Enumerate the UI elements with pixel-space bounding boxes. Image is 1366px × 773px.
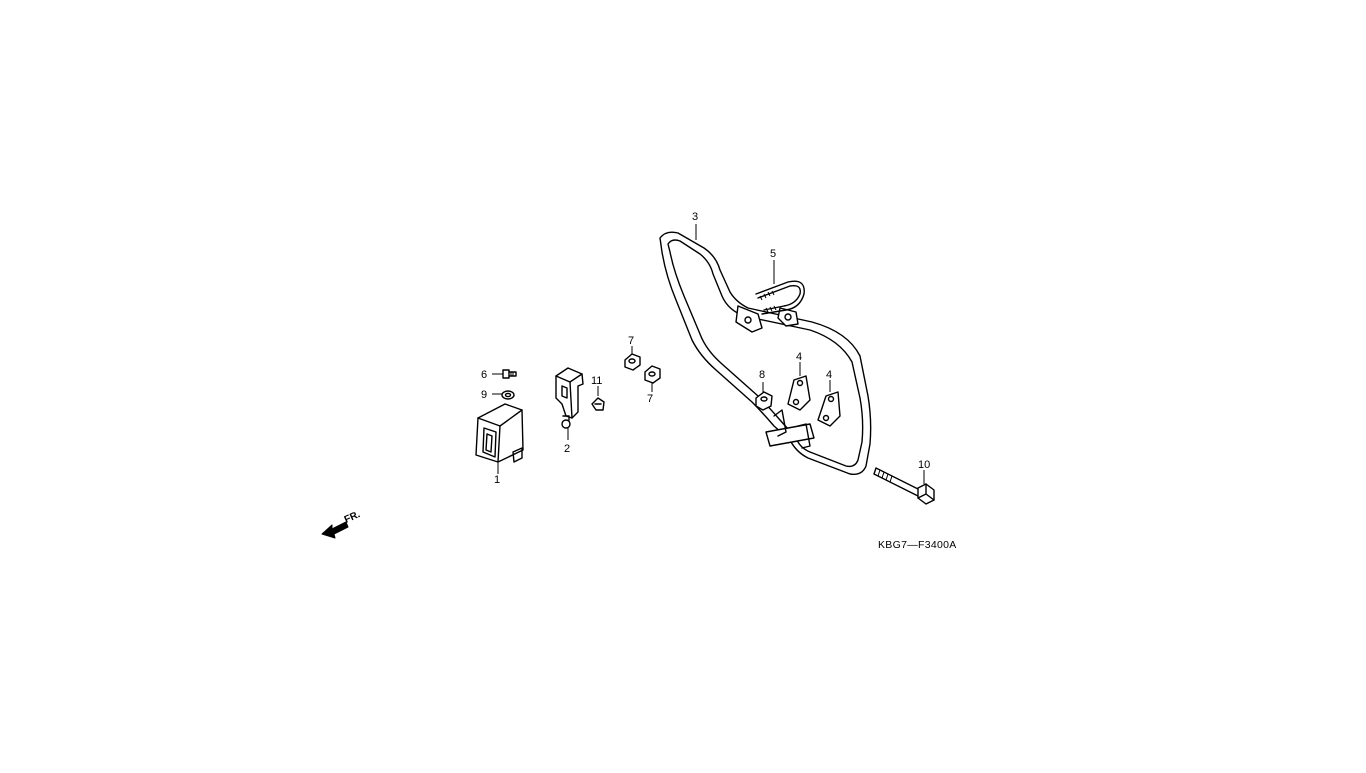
callout-9: 9 xyxy=(481,389,487,401)
part-bracket xyxy=(555,367,584,429)
part-nut-lower xyxy=(644,365,661,392)
part-guard-frame xyxy=(659,231,872,476)
part-u-bolt xyxy=(755,280,805,315)
diagram-code: KBG7—F3400A xyxy=(878,539,957,551)
callout-6: 6 xyxy=(481,369,487,381)
part-clip xyxy=(591,386,605,411)
callout-11: 11 xyxy=(591,375,602,387)
part-nut-upper xyxy=(624,346,641,371)
part-bolt xyxy=(873,467,935,505)
part-cover xyxy=(475,403,524,463)
part-plate-right xyxy=(817,380,841,427)
arrow-icon xyxy=(321,521,349,539)
callout-5: 5 xyxy=(770,248,776,260)
part-screw xyxy=(492,369,517,379)
direction-label: FR. xyxy=(343,509,362,526)
callout-3: 3 xyxy=(692,211,698,223)
callout-4a: 4 xyxy=(796,351,802,363)
callout-10: 10 xyxy=(918,459,930,471)
part-washer xyxy=(492,390,515,400)
front-direction-arrow: FR. xyxy=(321,509,362,539)
callout-4b: 4 xyxy=(826,369,832,381)
callout-7b: 7 xyxy=(647,393,653,405)
callout-1: 1 xyxy=(494,474,500,486)
callout-8: 8 xyxy=(759,369,765,381)
part-collar xyxy=(755,382,773,411)
part-plate-left xyxy=(787,362,811,411)
callout-7a: 7 xyxy=(628,335,634,347)
callout-2: 2 xyxy=(564,443,570,455)
